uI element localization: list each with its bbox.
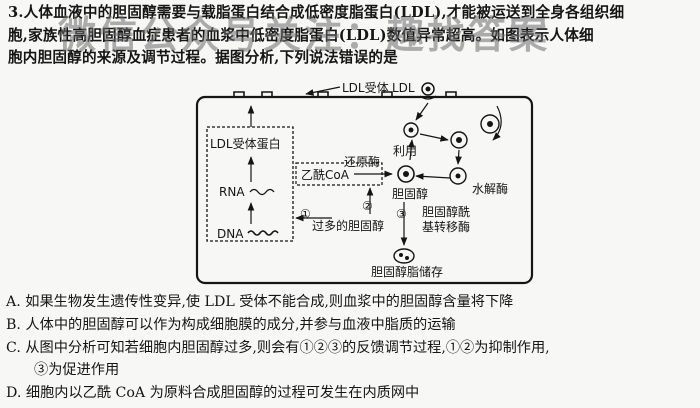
label-storage: 胆固醇脂储存 bbox=[371, 264, 443, 279]
label-rna: RNA bbox=[219, 185, 245, 199]
marker-2: ② bbox=[362, 199, 373, 213]
vesicle bbox=[480, 114, 500, 134]
label-ldl: LDL bbox=[392, 81, 415, 95]
storage-droplet bbox=[393, 248, 415, 264]
marker-1: ① bbox=[300, 207, 311, 221]
label-use: 利用 bbox=[393, 144, 417, 158]
label-hydrolase: 水解酶 bbox=[472, 181, 508, 196]
label-acyltransferase-1: 胆固醇酰 bbox=[422, 204, 470, 219]
label-ldl-receptor: LDL受体 bbox=[342, 81, 389, 95]
cell-membrane bbox=[195, 95, 534, 285]
watermark: 微信公众号关注：趣找答案 bbox=[58, 13, 551, 57]
vesicle bbox=[403, 122, 419, 138]
question-number: 3. bbox=[8, 4, 24, 21]
option-b[interactable]: B. 人体中的胆固醇可以作为构成细胞膜的成分,并参与血液中脂质的运输 bbox=[6, 316, 456, 333]
ldl-particle bbox=[421, 82, 435, 96]
answer-options: A. 如果生物发生遗传性变异,使 LDL 受体不能合成,则血浆中的胆固醇含量将下… bbox=[6, 291, 696, 405]
option-c[interactable]: C. 从图中分析可知若细胞内胆固醇过多,则会有①②③的反馈调节过程,①②为抑制作… bbox=[6, 339, 550, 356]
question-stem: 3.人体血液中的胆固醇需要与载脂蛋白结合成低密度脂蛋白(LDL),才能被运送到全… bbox=[8, 2, 694, 70]
gene-expression-box bbox=[206, 126, 294, 242]
option-c-continued: ③为促进作用 bbox=[34, 362, 120, 379]
question-line-3: 胞内胆固醇的来源及调节过程。据图分析,下列说法错误的是 bbox=[8, 49, 398, 66]
membrane-receptors bbox=[233, 91, 457, 97]
option-a[interactable]: A. 如果生物发生遗传性变异,使 LDL 受体不能合成,则血浆中的胆固醇含量将下… bbox=[6, 294, 514, 310]
question-line-1: 3.人体血液中的胆固醇需要与载脂蛋白结合成低密度脂蛋白(LDL),才能被运送到全… bbox=[8, 4, 625, 21]
acetyl-coa-box bbox=[295, 162, 383, 186]
label-acyltransferase-2: 基转移酶 bbox=[422, 219, 470, 234]
label-dna: DNA bbox=[217, 227, 244, 241]
label-cholesterol: 胆固醇 bbox=[392, 186, 428, 201]
lysosome bbox=[449, 167, 467, 185]
cholesterol-node bbox=[397, 165, 415, 183]
label-acetyl-coa: 乙酰CoA bbox=[301, 168, 350, 182]
label-receptor-protein: LDL受体蛋白 bbox=[210, 136, 281, 151]
vesicle bbox=[450, 131, 468, 149]
option-d[interactable]: D. 细胞内以乙酰 CoA 为原料合成胆固醇的过程可发生在内质网中 bbox=[6, 385, 420, 402]
question-line-2: 胞,家族性高胆固醇血症患者的血浆中低密度脂蛋白(LDL)数值异常超高。如图表示人… bbox=[8, 26, 594, 44]
label-excess-cholesterol: 过多的胆固醇 bbox=[312, 218, 384, 233]
label-reductase: 还原酶 bbox=[344, 154, 380, 169]
marker-3: ③ bbox=[396, 207, 407, 221]
